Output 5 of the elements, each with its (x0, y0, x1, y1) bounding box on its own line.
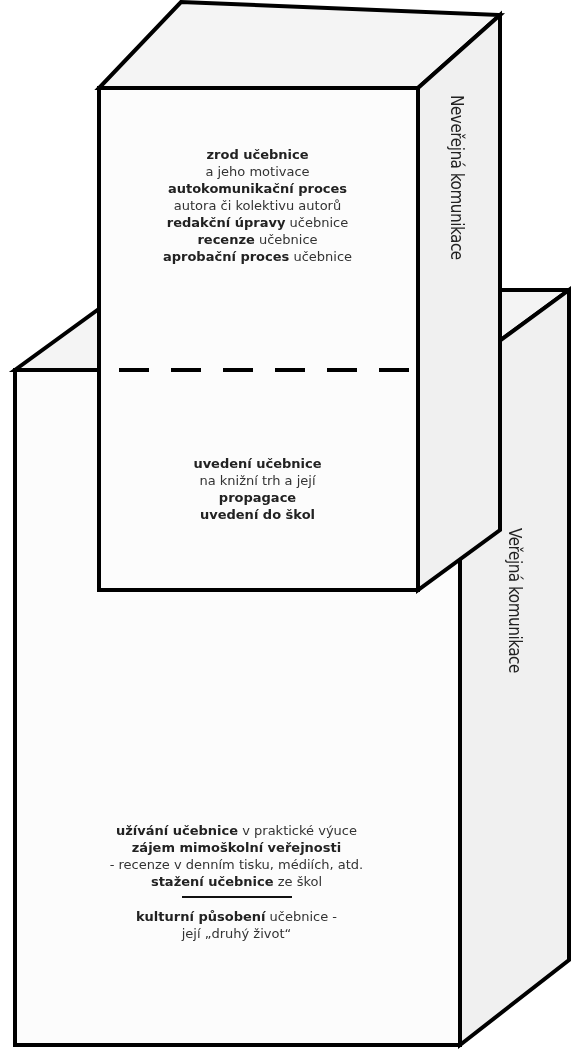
side-label: Veřejná komunikace (505, 528, 525, 673)
body-text: zájem mimoškolní veřejnosti - recenze v denním tisku, médiích, atd. (108, 839, 365, 873)
body-text: kulturní působení učebnice - její „druhý život“ (134, 908, 339, 942)
body-text: užívání učebnice v praktické výuce (115, 822, 358, 839)
body-text: stažení učebnice ze škol (149, 873, 324, 890)
